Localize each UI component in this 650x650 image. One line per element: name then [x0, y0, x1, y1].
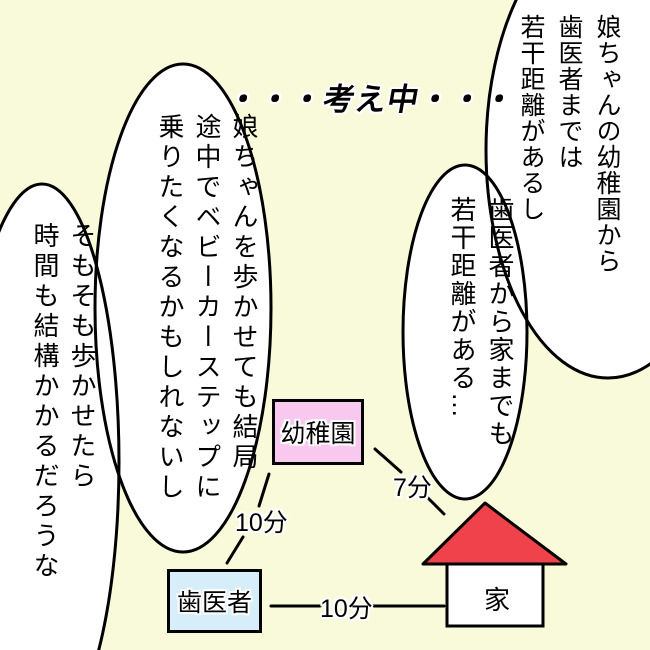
speech-bubble-left-outline — [93, 62, 273, 554]
speech-bubble-bottom-left-text: そもそも歩かせたら 時間も結構かかるだろうな — [30, 222, 97, 582]
dentist-node: 歯医者 — [167, 569, 262, 633]
house-body — [445, 561, 545, 628]
edge-dentist-home-label: 10分 — [320, 595, 373, 623]
speech-bubble-left-fill — [95, 64, 271, 552]
edge-kindergarten-home-line-1 — [373, 447, 403, 474]
speech-bubble-middle-right-text: 歯医者から家までも 若干距離がある… — [447, 196, 515, 448]
kindergarten-label: 幼稚園 — [280, 420, 356, 448]
home-label: 家 — [483, 585, 510, 615]
speech-bubble-middle-right-fill — [403, 165, 527, 499]
speech-bubble-top-right-text: 娘ちゃんの幼稚園から 歯医者までは 若干距離があるし — [517, 14, 621, 274]
house-roof — [421, 501, 568, 566]
edge-kindergarten-dentist-line-1 — [257, 472, 271, 508]
edge-kindergarten-dentist-line-2 — [225, 535, 245, 565]
speech-bubble-top-right-outline — [484, 0, 650, 380]
edge-kindergarten-home-label: 7分 — [393, 474, 432, 502]
speech-bubble-left-text: 娘ちゃんを歩かせても結局 途中でベビーカーステップに 乗りたくなるかもしれないし — [155, 113, 259, 503]
speech-bubble-middle-right-outline — [401, 163, 529, 501]
dentist-label: 歯医者 — [176, 589, 252, 617]
speech-bubble-bottom-left-outline — [0, 182, 121, 650]
edge-kindergarten-dentist-label: 10分 — [235, 509, 288, 537]
thinking-caption: ・・・考え中・・・ — [224, 82, 519, 117]
speech-bubble-bottom-left-fill — [0, 184, 119, 650]
kindergarten-node: 幼稚園 — [272, 399, 364, 465]
edge-kindergarten-home-line-2 — [425, 495, 446, 516]
speech-bubble-top-right-fill — [486, 0, 650, 378]
